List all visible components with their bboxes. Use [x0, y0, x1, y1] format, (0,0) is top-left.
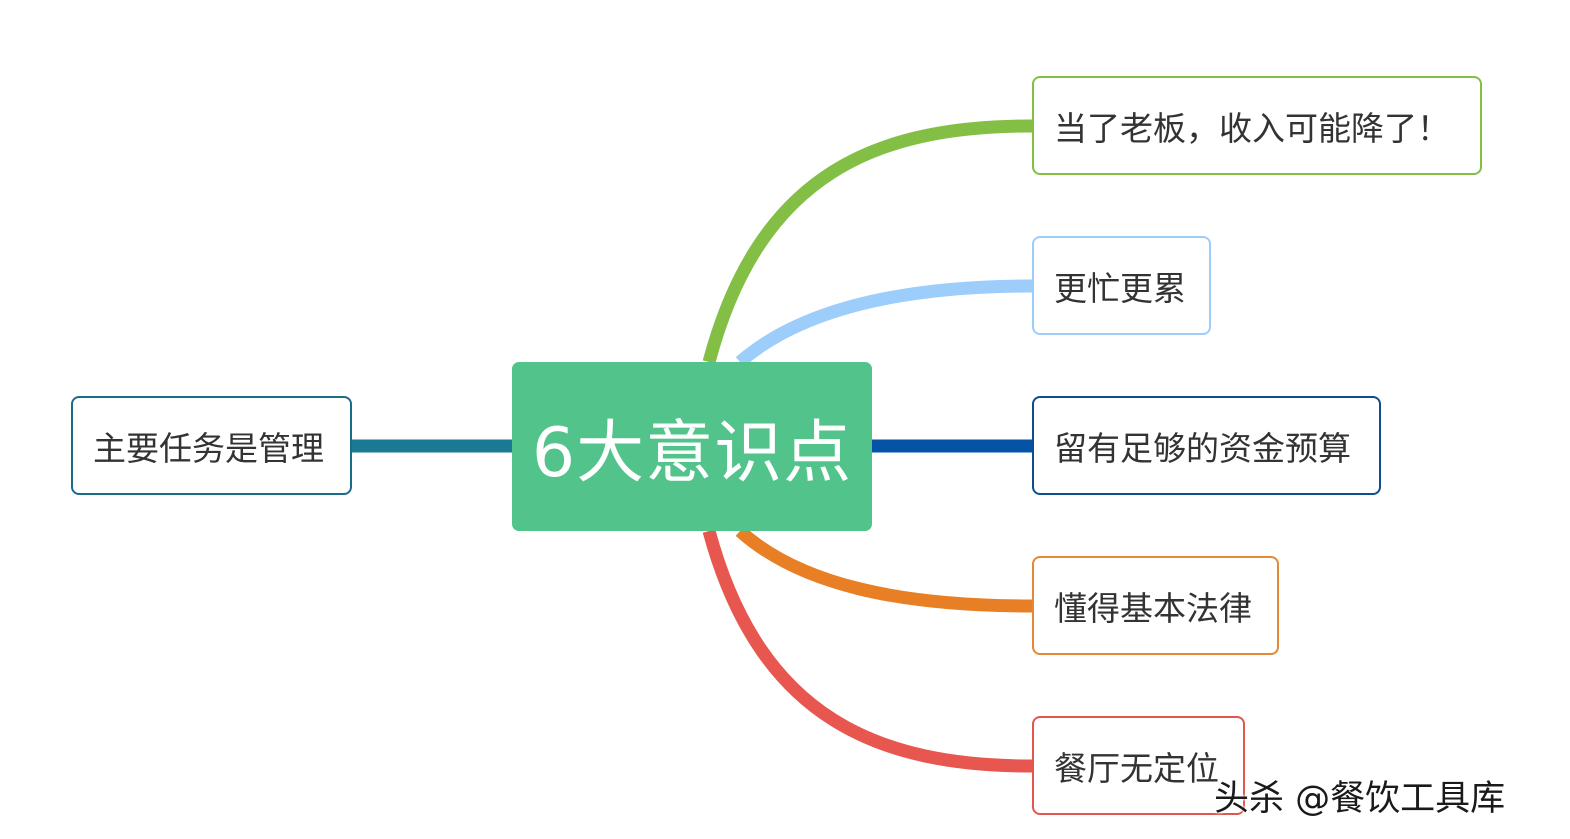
connector-branch-4	[735, 526, 1033, 613]
branch-label: 餐厅无定位	[1054, 748, 1219, 788]
branch-label: 主要任务是管理	[93, 428, 324, 468]
branch-node-busier[interactable]: 更忙更累	[1032, 236, 1211, 335]
connector-branch-5	[702, 529, 1033, 773]
connector-branch-2	[735, 279, 1033, 367]
connector-branch-1	[702, 119, 1033, 364]
branch-node-law[interactable]: 懂得基本法律	[1032, 556, 1279, 655]
branch-label: 留有足够的资金预算	[1054, 428, 1351, 468]
branch-label: 懂得基本法律	[1054, 588, 1252, 628]
central-topic[interactable]: 6大意识点	[512, 362, 872, 531]
branch-node-budget[interactable]: 留有足够的资金预算	[1032, 396, 1381, 495]
branch-node-management[interactable]: 主要任务是管理	[71, 396, 352, 495]
branch-label: 当了老板，收入可能降了！	[1054, 108, 1450, 148]
central-topic-label: 6大意识点	[531, 414, 853, 493]
branch-node-positioning[interactable]: 餐厅无定位	[1032, 716, 1245, 815]
branch-node-income[interactable]: 当了老板，收入可能降了！	[1032, 76, 1482, 175]
watermark: 头杀 @餐饮工具库	[1214, 779, 1506, 819]
branch-label: 更忙更累	[1054, 268, 1186, 308]
